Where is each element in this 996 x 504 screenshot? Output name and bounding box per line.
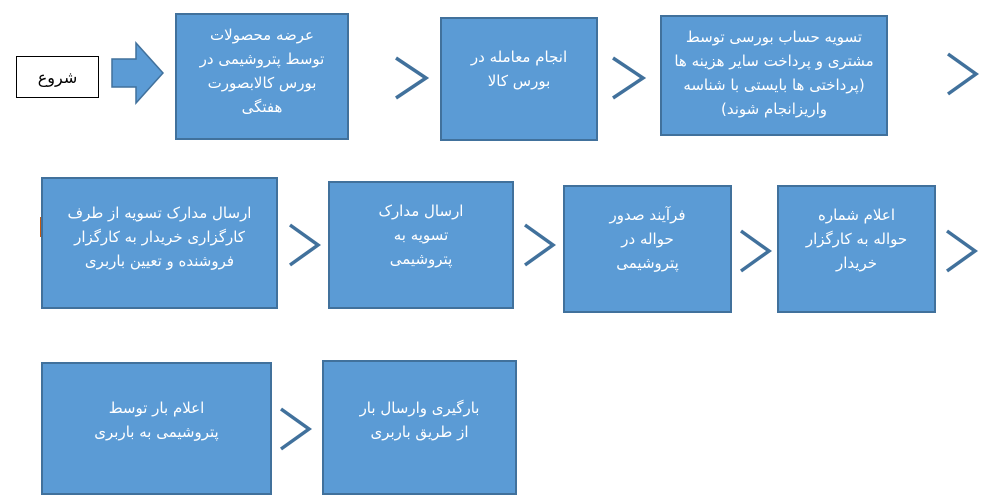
step-box-7: اعلام شماره حواله به کارگزار خریدار bbox=[777, 185, 936, 313]
step-box-8: اعلام بار توسط پتروشیمی به باربری bbox=[41, 362, 272, 495]
marker-line bbox=[40, 217, 41, 237]
step-box-4: ارسال مدارک تسویه از طرف کارگزاری خریدار… bbox=[41, 177, 278, 309]
step-label: تسویه حساب بورسی توسط مشتری و پرداخت سای… bbox=[674, 28, 874, 118]
chevron-right-icon bbox=[945, 229, 979, 273]
start-label: شروع bbox=[37, 67, 78, 87]
chevron-right-icon bbox=[946, 52, 980, 96]
chevron-right-icon bbox=[612, 56, 647, 100]
chevron-right-icon bbox=[739, 229, 773, 273]
step-label: اعلام بار توسط پتروشیمی به باربری bbox=[94, 399, 219, 441]
step-label: عرضه محصولات توسط پتروشیمی در بورس کالاب… bbox=[199, 26, 325, 116]
step-box-2: انجام معامله در بورس کالا bbox=[440, 17, 598, 141]
step-label: اعلام شماره حواله به کارگزار خریدار bbox=[805, 206, 908, 272]
step-label: بارگیری وارسال بار از طریق باربری bbox=[359, 399, 480, 441]
chevron-right-icon bbox=[395, 56, 430, 100]
step-label: ارسال مدارک تسویه از طرف کارگزاری خریدار… bbox=[67, 204, 252, 270]
step-label: فرآیند صدور حواله در پتروشیمی bbox=[609, 206, 686, 272]
start-node: شروع bbox=[16, 56, 99, 98]
chevron-right-icon bbox=[279, 407, 313, 451]
step-label: ارسال مدارک تسویه به پتروشیمی bbox=[378, 202, 464, 268]
step-box-9: بارگیری وارسال بار از طریق باربری bbox=[322, 360, 517, 495]
chevron-right-icon bbox=[523, 223, 557, 267]
step-box-3: تسویه حساب بورسی توسط مشتری و پرداخت سای… bbox=[660, 15, 888, 136]
step-box-6: فرآیند صدور حواله در پتروشیمی bbox=[563, 185, 732, 313]
step-label: انجام معامله در بورس کالا bbox=[470, 48, 568, 90]
block-arrow-icon bbox=[111, 41, 165, 105]
step-box-5: ارسال مدارک تسویه به پتروشیمی bbox=[328, 181, 514, 309]
chevron-right-icon bbox=[288, 223, 322, 267]
step-box-1: عرضه محصولات توسط پتروشیمی در بورس کالاب… bbox=[175, 13, 349, 140]
